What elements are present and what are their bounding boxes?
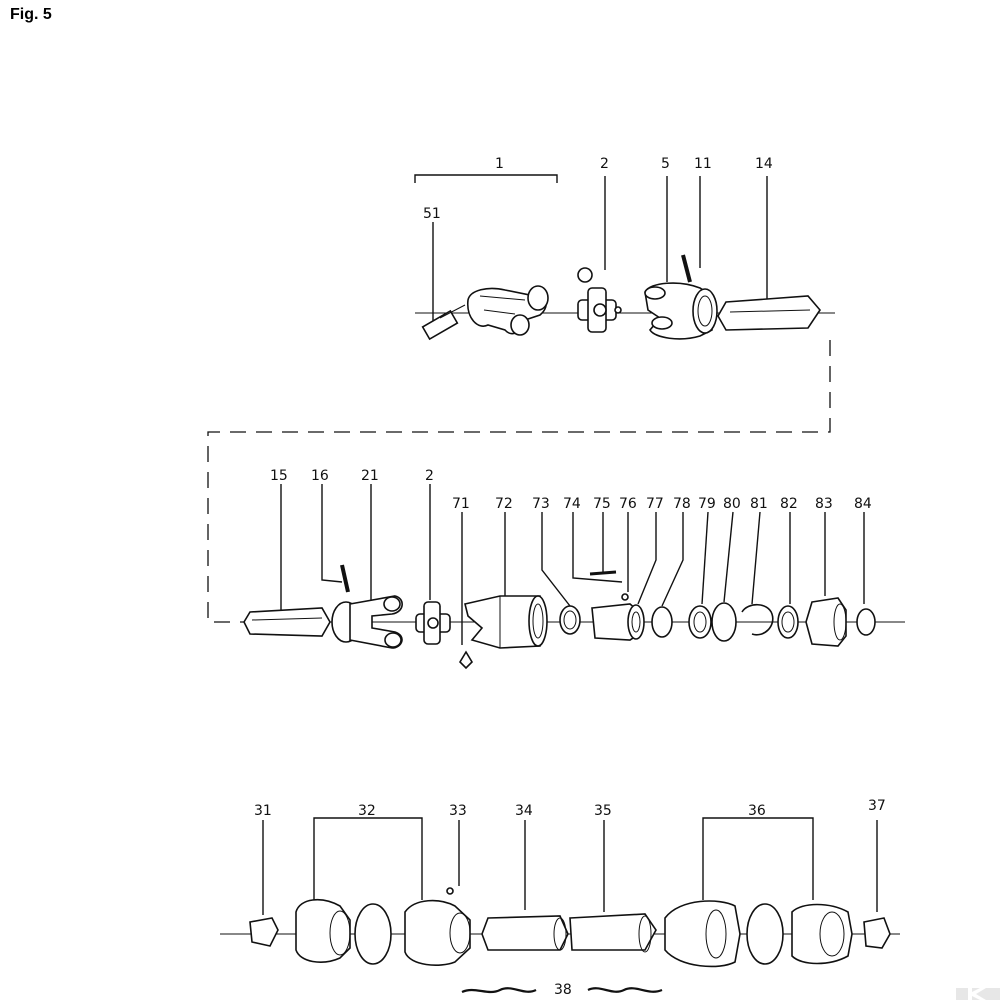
part-15-outer-profile-tube [243,484,331,637]
label-81: 81 [750,496,768,512]
label-51: 51 [423,206,441,222]
label-38: 38 [554,982,572,998]
part-21-inner-yoke [331,484,403,649]
label-32: 32 [358,803,376,819]
part-31-clip [249,820,279,947]
label-83: 83 [815,496,833,512]
dashed-connector [207,340,831,623]
part-2-cross-kit-row1 [577,176,622,333]
label-15: 15 [270,468,288,484]
brand-k-logo-icon [956,988,1000,1000]
bracket-item-36 [702,817,814,900]
label-5: 5 [661,156,670,172]
figure-title: Fig. 5 [10,6,52,23]
bracket-item-32 [313,817,423,900]
label-73: 73 [532,496,550,512]
part-72-guard-yoke [464,512,548,649]
part-77-bearing [591,512,657,641]
part-82-ring [777,512,799,639]
part-79-ring [688,511,712,639]
part-14-inner-profile-tube [717,176,822,331]
part-76-screw [621,512,629,601]
part-36-guard-cone [664,900,853,968]
part-74-bolt [572,512,623,583]
label-21: 21 [361,468,379,484]
part-38-chain [461,987,663,994]
label-78: 78 [673,496,691,512]
label-33: 33 [449,803,467,819]
label-16: 16 [311,468,329,484]
label-76: 76 [619,496,637,512]
part-32-guard-cone [295,899,392,965]
part-16-pin [321,484,350,593]
part-5-tube-yoke [644,176,718,340]
part-37-clip [863,820,891,949]
part-35-guard-tube [569,820,657,953]
label-2-row2: 2 [425,468,434,484]
part-73-bearing-ring [541,512,581,635]
label-82: 82 [780,496,798,512]
part-81-spring-ring [741,511,774,636]
label-77: 77 [646,496,664,512]
label-34: 34 [515,803,533,819]
part-75-spring [589,512,617,576]
label-2-row1: 2 [600,156,609,172]
part-32-33-guard-cone-2 [404,899,471,966]
part-34-guard-tube [481,820,569,951]
label-75: 75 [593,496,611,512]
part-11-pin [681,176,701,283]
label-31: 31 [254,803,272,819]
label-84: 84 [854,496,872,512]
label-72: 72 [495,496,513,512]
label-1: 1 [495,156,504,172]
part-78-ring [651,512,684,638]
part-1-yoke [467,285,549,336]
bracket-item-1 [414,174,558,183]
label-36: 36 [748,803,766,819]
label-80: 80 [723,496,741,512]
label-74: 74 [563,496,581,512]
label-79: 79 [698,496,716,512]
label-35: 35 [594,803,612,819]
label-11: 11 [694,156,712,172]
callout-labels: 1 51 2 5 11 14 15 16 21 2 71 72 73 74 75… [254,156,886,998]
part-71-grease-nipple [458,512,474,670]
part-83-guard-bearing [805,512,847,647]
part-84-ring [856,512,876,636]
part-2-cross-kit-row2 [415,484,451,645]
part-80-ring [711,511,737,642]
label-14: 14 [755,156,773,172]
part-51-shear-bolt [421,222,466,341]
part-33-screw [446,820,460,895]
label-71: 71 [452,496,470,512]
label-37: 37 [868,798,886,814]
